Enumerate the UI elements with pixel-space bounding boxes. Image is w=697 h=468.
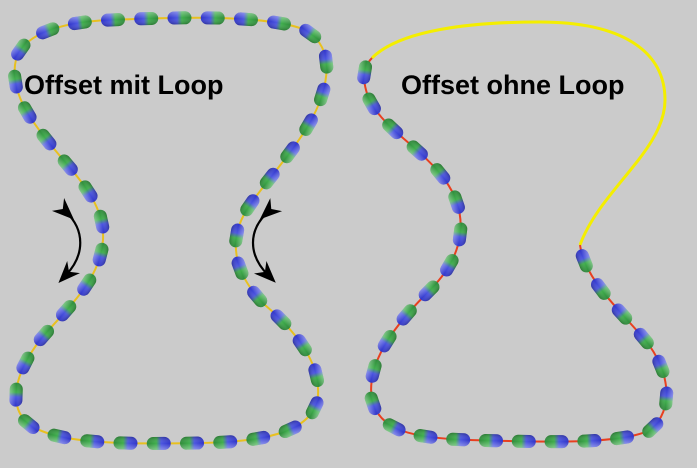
- capsule: [92, 242, 109, 267]
- capsule: [113, 436, 138, 450]
- capsule: [430, 163, 451, 185]
- capsule: [611, 303, 633, 325]
- capsule: [247, 285, 268, 308]
- capsule: [305, 396, 324, 420]
- capsule: [67, 15, 92, 31]
- capsule: [55, 300, 77, 322]
- capsule: [11, 38, 31, 61]
- capsule: [280, 141, 300, 164]
- capsule: [357, 60, 373, 85]
- capsule: [134, 11, 159, 26]
- capsule: [396, 304, 417, 326]
- capsule: [80, 434, 105, 449]
- capsule: [452, 222, 468, 247]
- curved-double-arrow-icon: [252, 198, 283, 283]
- capsule: [33, 324, 55, 347]
- right-spline-free: [370, 20, 667, 246]
- capsule: [365, 359, 382, 383]
- capsule: [418, 280, 440, 302]
- capsule: [240, 194, 260, 217]
- capsule: [36, 128, 57, 151]
- capsule: [231, 256, 249, 280]
- capsule: [36, 22, 60, 40]
- capsule: [267, 15, 291, 31]
- capsule: [382, 118, 404, 140]
- capsule: [440, 253, 459, 277]
- capsule: [200, 11, 225, 25]
- capsule: [659, 386, 674, 411]
- capsule: [146, 436, 171, 450]
- capsule: [413, 429, 438, 444]
- capsule: [77, 273, 97, 296]
- capsule: [213, 435, 238, 449]
- capsule: [448, 190, 465, 214]
- right-spline: [363, 57, 668, 443]
- capsule: [18, 414, 40, 435]
- capsule: [314, 82, 331, 107]
- capsule: [292, 334, 312, 357]
- capsule: [17, 101, 37, 124]
- capsule: [362, 92, 381, 116]
- capsule: [8, 69, 23, 94]
- capsule: [577, 434, 602, 448]
- capsule: [233, 12, 258, 27]
- capsule: [610, 430, 634, 446]
- capsule: [57, 154, 78, 176]
- capsule: [299, 23, 322, 44]
- label-offset-with-loop: Offset mit Loop: [24, 70, 224, 100]
- capsule: [446, 432, 471, 447]
- label-offset-without-loop: Offset ohne Loop: [401, 70, 625, 100]
- capsule: [642, 417, 664, 438]
- capsule: [167, 11, 192, 25]
- capsule: [364, 391, 382, 416]
- capsule: [318, 49, 334, 74]
- capsule: [406, 140, 428, 161]
- capsule: [78, 180, 98, 203]
- capsule: [544, 435, 569, 449]
- capsule: [652, 354, 670, 379]
- curved-double-arrow-icon: [51, 198, 82, 283]
- capsule: [229, 223, 245, 248]
- capsule: [180, 436, 205, 450]
- capsule: [16, 351, 35, 375]
- capsule: [308, 363, 325, 388]
- capsule: [382, 418, 406, 437]
- capsule: [270, 309, 292, 331]
- capsule: [246, 430, 271, 446]
- capsule: [575, 249, 593, 273]
- capsule: [511, 434, 536, 448]
- capsule: [478, 433, 503, 448]
- capsule: [299, 113, 318, 136]
- capsule: [278, 420, 302, 439]
- capsule: [9, 382, 23, 407]
- capsule: [47, 428, 72, 445]
- capsule: [633, 327, 654, 350]
- capsule: [591, 278, 611, 300]
- capsule: [259, 167, 280, 190]
- capsule-chains: [8, 11, 674, 450]
- capsule: [101, 13, 125, 27]
- capsule: [93, 209, 110, 234]
- capsule: [377, 330, 397, 353]
